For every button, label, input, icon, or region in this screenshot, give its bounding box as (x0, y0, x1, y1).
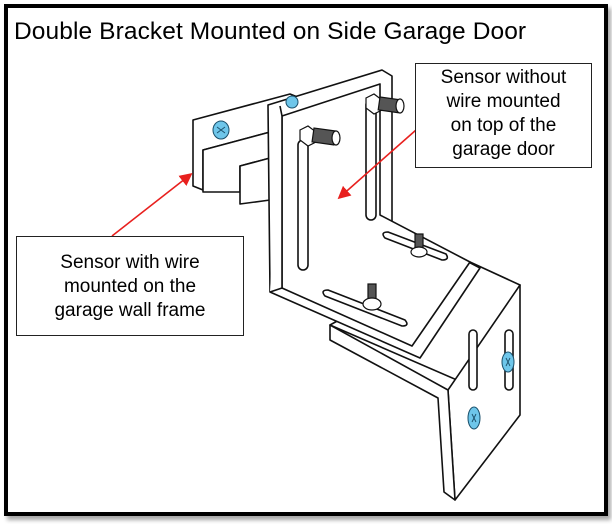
bolt-icon (362, 283, 382, 311)
callout-line: Sensor without (440, 67, 567, 88)
callout-line: wire mounted (446, 91, 561, 112)
callout-line: garage door (452, 139, 555, 160)
side-slot (468, 329, 478, 391)
diagram-title: Double Bracket Mounted on Side Garage Do… (14, 18, 527, 45)
screw-icon (285, 95, 299, 109)
callout-line: on top of the (450, 115, 557, 136)
callout-line: mounted on the (63, 276, 197, 297)
callout-sensor-without-wire: Sensor without wire mounted on top of th… (415, 63, 592, 168)
bolt-icon (299, 125, 341, 147)
vertical-slot (297, 139, 309, 271)
callout-line: Sensor with wire (60, 252, 200, 273)
arrow-to-rear-bracket (111, 173, 193, 237)
callout-line: garage wall frame (54, 300, 206, 321)
arrow-to-upper-bracket (337, 129, 417, 200)
bolt-icon (365, 93, 405, 115)
bolt-icon (410, 233, 428, 258)
callout-sensor-with-wire: Sensor with wire mounted on the garage w… (16, 236, 244, 336)
vertical-slot (365, 99, 377, 221)
